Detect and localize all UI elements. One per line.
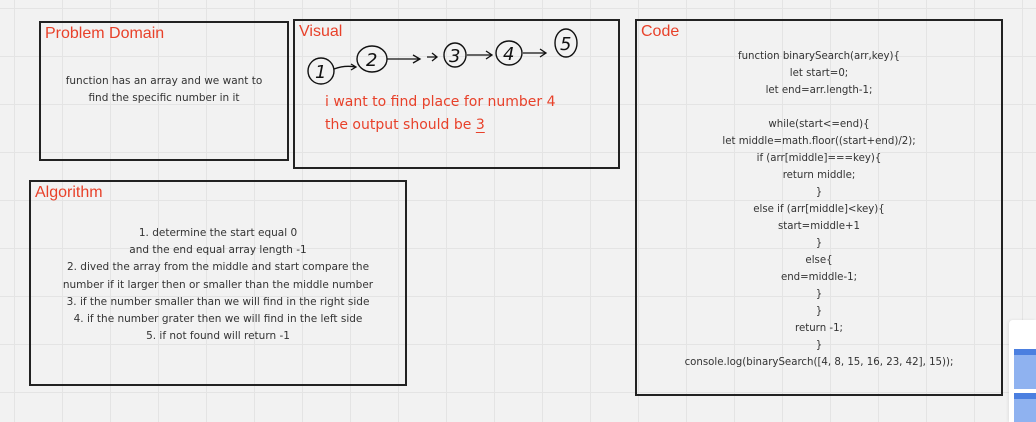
sketch-circle-1 xyxy=(307,57,335,85)
algorithm-line: 2. dived the array from the middle and s… xyxy=(66,261,370,274)
code-line: let start=0; xyxy=(789,68,849,79)
algorithm-title: Algorithm xyxy=(35,184,103,201)
edge-thumbnail-1[interactable] xyxy=(1014,349,1036,389)
algorithm-line: and the end equal array length -1 xyxy=(129,244,307,257)
code-line: while(start<=end){ xyxy=(768,119,870,130)
code-line: let end=arr.length-1; xyxy=(765,85,873,96)
algorithm-text: 1. determine the start equal 0 and the e… xyxy=(31,225,405,345)
algorithm-line: number if it larger then or smaller than… xyxy=(62,278,374,291)
code-line: console.log(binarySearch([4, 8, 15, 16, … xyxy=(684,357,954,368)
code-line: } xyxy=(815,187,823,198)
visual-note-prefix: the output should be xyxy=(325,117,476,133)
code-line: end=middle-1; xyxy=(780,272,858,283)
code-line: function binarySearch(arr,key){ xyxy=(737,51,900,62)
code-line: start=middle+1 xyxy=(777,221,861,232)
code-title: Code xyxy=(641,23,680,40)
code-line: } xyxy=(815,306,823,317)
algorithm-line: 5. if not found will return -1 xyxy=(146,330,290,343)
sketch-number-3: 3 xyxy=(449,46,460,67)
visual-note-answer: 3 xyxy=(475,117,485,133)
visual-note: i want to find place for number 4 the ou… xyxy=(325,91,556,137)
sketch-circle-4 xyxy=(495,40,523,66)
sketch-arrow-4 xyxy=(467,50,494,60)
code-line xyxy=(637,99,1001,116)
problem-domain-title: Problem Domain xyxy=(45,25,165,42)
code-line: } xyxy=(815,238,823,249)
visual-note-line-1: i want to find place for number 4 xyxy=(325,94,556,110)
code-line: } xyxy=(815,340,823,351)
code-line: return -1; xyxy=(795,323,843,334)
sketch-arrow-5 xyxy=(523,48,548,58)
problem-domain-text: function has an array and we want to fin… xyxy=(41,73,287,107)
sketch-circle-3 xyxy=(443,42,467,68)
code-line: else{ xyxy=(805,255,833,266)
algorithm-line: 4. if the number grater then we will fin… xyxy=(73,313,363,326)
handdrawn-sequence-sketch: 1 2 3 4 5 xyxy=(307,28,578,85)
code-line: return middle; xyxy=(782,170,856,181)
edge-thumbnail-2[interactable] xyxy=(1014,393,1036,422)
code-text: function binarySearch(arr,key){ let star… xyxy=(637,48,1001,371)
problem-line: function has an array and we want to xyxy=(65,75,263,87)
algorithm-line: 1. determine the start equal 0 xyxy=(138,227,298,239)
visual-frame[interactable]: Visual 1 2 3 4 5 i want to find place fo… xyxy=(293,19,620,169)
code-frame[interactable]: Code function binarySearch(arr,key){ let… xyxy=(635,19,1003,396)
code-line: else if (arr[middle]<key){ xyxy=(753,204,885,215)
problem-domain-frame[interactable]: Problem Domain function has an array and… xyxy=(39,21,289,161)
algorithm-line: 3. if the number smaller than we will fi… xyxy=(66,295,370,308)
sketch-arrow-1 xyxy=(333,63,358,71)
code-line: let middle=math.floor((start+end)/2); xyxy=(722,136,916,147)
sketch-arrow-3 xyxy=(427,52,439,62)
problem-line: find the specific number in it xyxy=(88,92,240,104)
sketch-number-4: 4 xyxy=(503,44,514,65)
sketch-circle-5 xyxy=(554,28,578,58)
edge-thumbnail-1-header xyxy=(1014,349,1036,355)
sketch-arrow-2 xyxy=(387,54,422,64)
sketch-number-1: 1 xyxy=(315,62,326,83)
edge-thumbnail-2-header xyxy=(1014,393,1036,399)
sketch-number-2: 2 xyxy=(366,50,377,71)
algorithm-frame[interactable]: Algorithm 1. determine the start equal 0… xyxy=(29,180,407,386)
sketch-number-5: 5 xyxy=(560,34,571,55)
visual-title: Visual xyxy=(299,23,343,40)
code-line: } xyxy=(815,289,823,300)
visual-note-line-2: the output should be 3 xyxy=(325,114,556,137)
code-line: if (arr[middle]===key){ xyxy=(756,153,882,164)
